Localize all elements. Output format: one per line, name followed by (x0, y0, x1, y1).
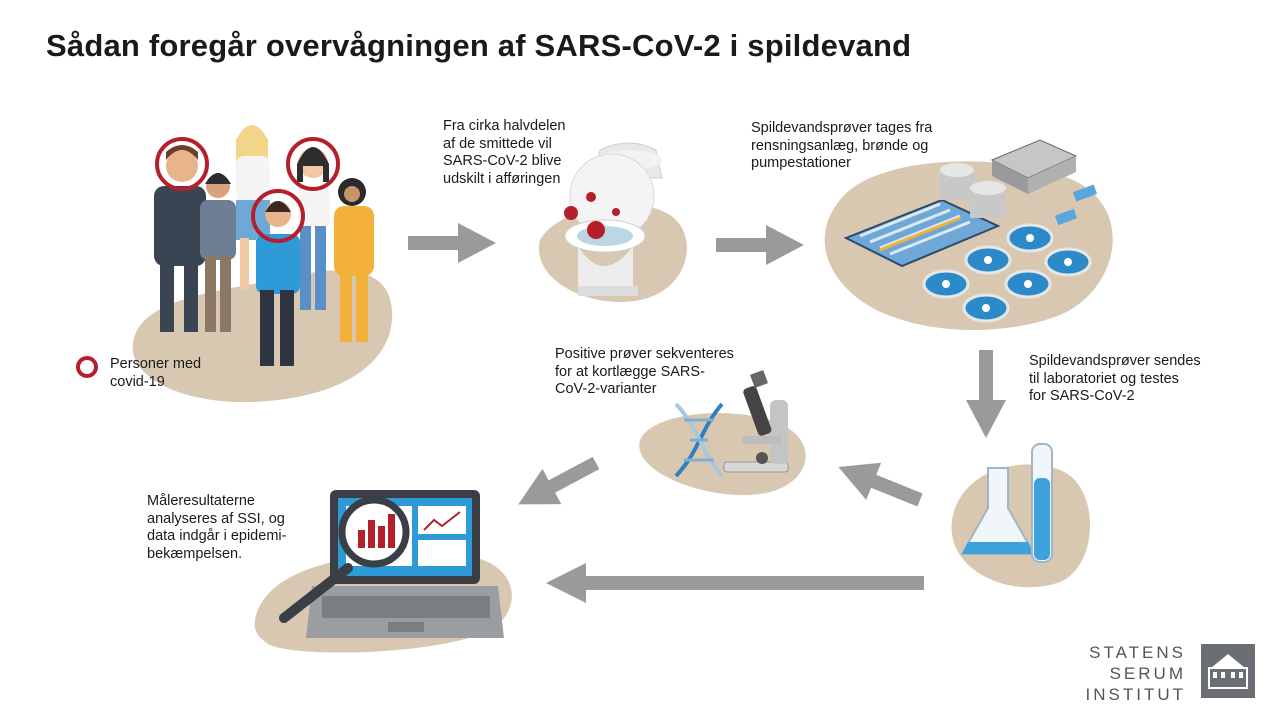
treatment-plant-icon (843, 139, 1098, 323)
lab-caption: Spildevandsprøver sendes til laboratorie… (1029, 353, 1201, 404)
logo-line-1: STATENS (1089, 643, 1186, 662)
infected-legend-ring (76, 356, 98, 378)
logo-line-2: SERUM (1109, 664, 1186, 683)
microscope-icon (723, 370, 789, 473)
test-tube-icon (1031, 443, 1053, 563)
people-icon (154, 125, 374, 366)
flask-icon (960, 467, 1036, 555)
arrow-lab-to-results (546, 563, 924, 603)
toilet-caption: Fra cirka halvdelen af de smittede vil S… (443, 118, 566, 187)
sequencing-caption: Positive prøver sekventeres for at kortl… (555, 346, 734, 397)
arrow-toilet-to-plant (716, 225, 804, 265)
dna-icon (674, 402, 724, 478)
people-legend-text: Personer med covid-19 (110, 356, 202, 390)
lab-blob (951, 464, 1090, 588)
arrow-plant-to-lab (966, 350, 1006, 438)
institute-logo-icon (1201, 644, 1255, 698)
laptop-icon (306, 490, 504, 638)
page-title: Sådan foregår overvågningen af SARS-CoV-… (46, 28, 912, 63)
arrow-lab-to-sequencing (830, 448, 928, 519)
toilet-icon (564, 142, 663, 296)
logo-line-3: INSTITUT (1085, 685, 1186, 704)
samples-caption: Spildevandsprøver tages fra rensningsanl… (751, 120, 933, 171)
results-caption: Måleresultaterne analyseres af SSI, og d… (147, 493, 287, 562)
magnifier-icon (279, 496, 410, 623)
institute-logo-text: STATENS SERUM INSTITUT (1086, 642, 1187, 705)
arrow-people-to-toilet (408, 223, 496, 263)
arrow-sequencing-to-results (508, 445, 606, 522)
virus-icon (564, 192, 620, 239)
